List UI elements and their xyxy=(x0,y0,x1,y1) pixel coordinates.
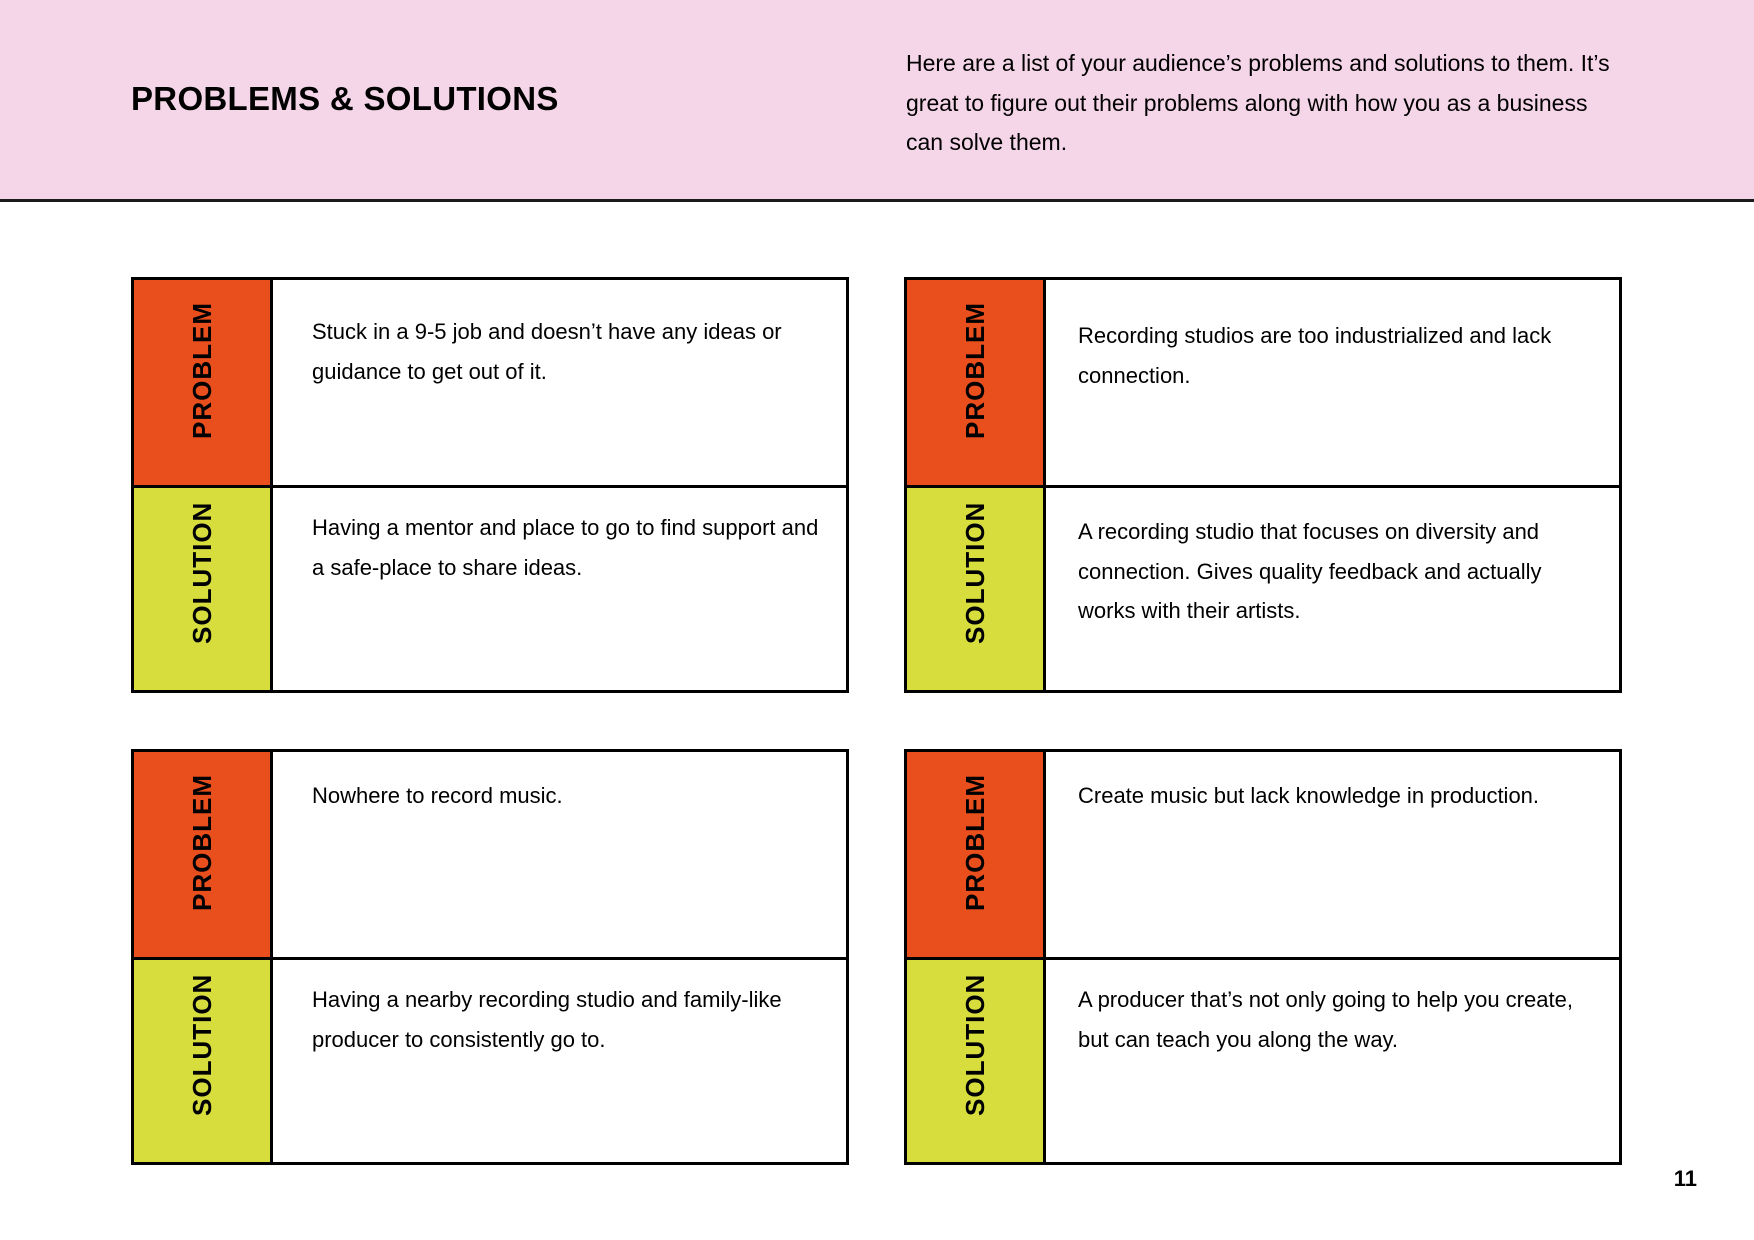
solution-text: A producer that’s not only going to help… xyxy=(1078,987,1573,1052)
problem-tag: PROBLEM xyxy=(134,280,273,485)
intro-paragraph: Here are a list of your audience’s probl… xyxy=(906,50,1610,155)
solution-tag: SOLUTION xyxy=(134,960,273,1162)
solution-text: Having a mentor and place to go to find … xyxy=(312,515,819,580)
problem-label: PROBLEM xyxy=(187,774,217,911)
solution-tag: SOLUTION xyxy=(907,960,1046,1162)
problem-solution-card-4: PROBLEM Create music but lack knowledge … xyxy=(904,749,1622,1165)
problem-solution-card-1: PROBLEM Stuck in a 9-5 job and doesn’t h… xyxy=(131,277,849,693)
problem-row: PROBLEM Stuck in a 9-5 job and doesn’t h… xyxy=(134,280,846,485)
solution-label: SOLUTION xyxy=(960,501,990,644)
solution-row: SOLUTION A recording studio that focuses… xyxy=(907,485,1619,690)
header-banner: PROBLEMS & SOLUTIONS Here are a list of … xyxy=(0,0,1754,202)
problem-solution-card-2: PROBLEM Recording studios are too indust… xyxy=(904,277,1622,693)
problem-tag: PROBLEM xyxy=(134,752,273,957)
problem-text: Create music but lack knowledge in produ… xyxy=(1078,783,1540,808)
problem-row: PROBLEM Recording studios are too indust… xyxy=(907,280,1619,485)
page-title: PROBLEMS & SOLUTIONS xyxy=(131,80,559,117)
problem-label: PROBLEM xyxy=(960,302,990,439)
solution-row: SOLUTION Having a mentor and place to go… xyxy=(134,485,846,690)
problem-text: Nowhere to record music. xyxy=(312,783,563,808)
problem-label: PROBLEM xyxy=(187,302,217,439)
page-number: 11 xyxy=(1673,1166,1697,1191)
solution-text: A recording studio that focuses on diver… xyxy=(1078,519,1542,623)
solution-label: SOLUTION xyxy=(187,501,217,644)
solution-label: SOLUTION xyxy=(960,973,990,1116)
solution-row: SOLUTION Having a nearby recording studi… xyxy=(134,957,846,1162)
solution-text: Having a nearby recording studio and fam… xyxy=(312,987,782,1052)
problem-tag: PROBLEM xyxy=(907,752,1046,957)
solution-tag: SOLUTION xyxy=(907,488,1046,690)
solution-label: SOLUTION xyxy=(187,973,217,1116)
problem-row: PROBLEM Nowhere to record music. xyxy=(134,752,846,957)
problem-solution-card-3: PROBLEM Nowhere to record music. SOLUTIO… xyxy=(131,749,849,1165)
problem-row: PROBLEM Create music but lack knowledge … xyxy=(907,752,1619,957)
problem-text: Stuck in a 9-5 job and doesn’t have any … xyxy=(312,319,782,384)
problem-tag: PROBLEM xyxy=(907,280,1046,485)
solution-row: SOLUTION A producer that’s not only goin… xyxy=(907,957,1619,1162)
problem-text: Recording studios are too industrialized… xyxy=(1078,323,1552,388)
problem-label: PROBLEM xyxy=(960,774,990,911)
solution-tag: SOLUTION xyxy=(134,488,273,690)
